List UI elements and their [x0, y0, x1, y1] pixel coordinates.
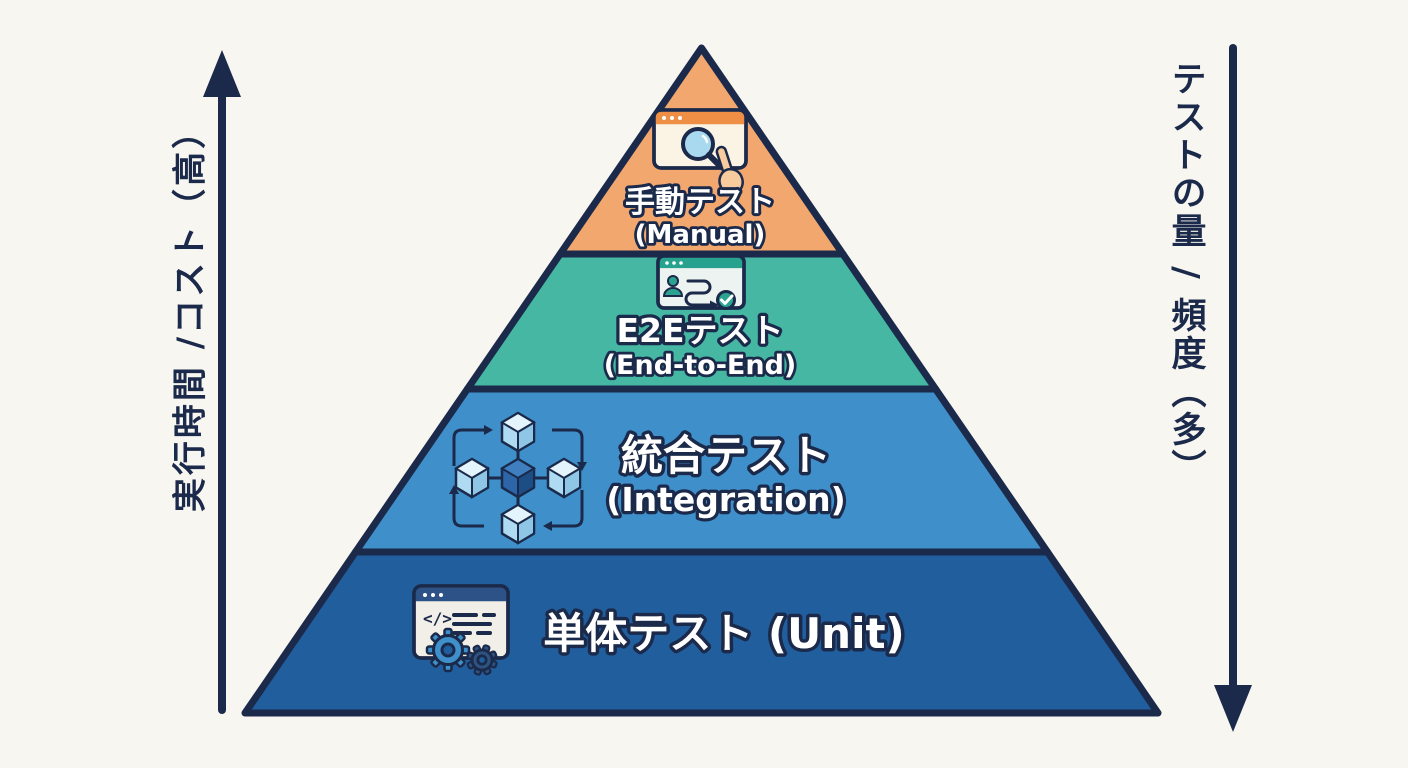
cube-center-icon: [500, 457, 536, 499]
left-axis-arrow: [203, 50, 241, 714]
code-glyph: </>: [423, 609, 452, 628]
layer-manual-title: 手動テスト: [625, 185, 775, 220]
integration-linked-cubes-icon: [449, 411, 587, 545]
cube-top-icon: [500, 411, 536, 453]
layer-integration-subtitle: (Integration): [606, 480, 846, 519]
cube-bottom-icon: [500, 503, 536, 545]
check-circle-icon: [716, 290, 736, 310]
layer-unit-title: 単体テスト (Unit): [543, 609, 905, 658]
right-axis-arrow: [1214, 44, 1252, 732]
layer-integration-title: 統合テスト: [621, 431, 831, 480]
pointer-hand-icon: [715, 145, 744, 196]
layer-e2e-subtitle: (End-to-End): [604, 350, 797, 381]
gear-large-icon: [425, 627, 471, 673]
cube-left-icon: [454, 457, 490, 499]
right-axis-label: テストの量 / 頻度（多）: [1165, 60, 1206, 488]
left-axis-arrowhead-up-icon: [203, 50, 241, 97]
magnifier-icon: [681, 127, 724, 170]
e2e-user-flow-check-icon: [656, 254, 746, 310]
layer-e2e-title: E2Eテスト: [616, 311, 783, 350]
cube-right-icon: [546, 457, 582, 499]
user-icon: [662, 275, 684, 297]
right-axis-arrowhead-down-icon: [1214, 685, 1252, 732]
unit-code-window-gears-icon: </>: [412, 584, 510, 676]
gear-small-icon: [466, 644, 498, 676]
left-axis-label: 実行時間 /コスト（高）: [170, 111, 211, 513]
layer-manual-subtitle: (Manual): [635, 220, 766, 250]
code-lines: [452, 613, 496, 635]
manual-test-browser-magnifier-icon: [652, 108, 748, 196]
